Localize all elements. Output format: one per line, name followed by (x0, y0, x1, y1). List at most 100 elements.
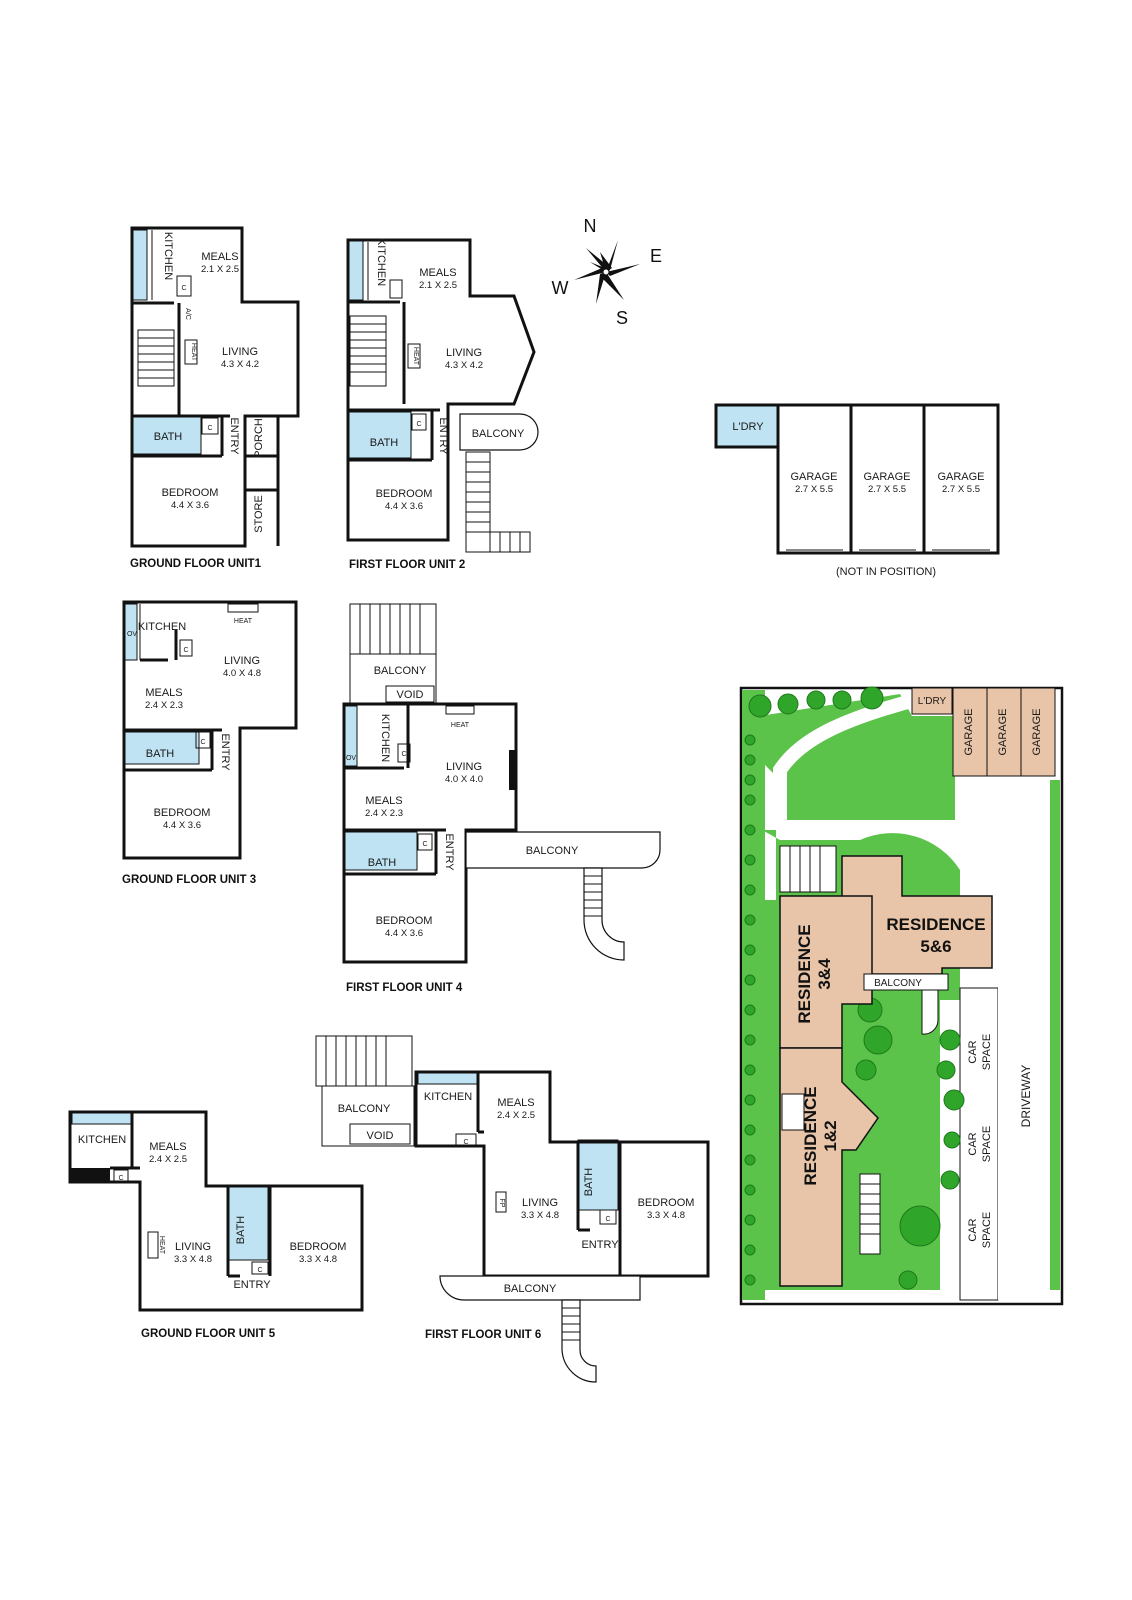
garage-3-label: GARAGE (937, 471, 984, 483)
unit5-cupboard: C (118, 1175, 123, 1182)
unit6-title: FIRST FLOOR UNIT 6 (425, 1329, 541, 1341)
site-res12-label: RESIDENCE (801, 1086, 820, 1185)
unit3-entry-label: ENTRY (219, 733, 231, 771)
unit4-bedroom-dim: 4.4 X 3.6 (385, 928, 423, 939)
garages-detached: L'DRY GARAGE 2.7 X 5.5 GARAGE 2.7 X 5.5 … (714, 403, 1000, 578)
unit1-living-dim: 4.3 X 4.2 (221, 359, 259, 370)
compass-rose: N E S W (552, 216, 663, 328)
garages-laundry-label: L'DRY (732, 421, 764, 433)
unit6-balcony-label: BALCONY (504, 1283, 557, 1295)
unit6-fireplace-label: FP (498, 1199, 505, 1208)
compass-west: W (552, 278, 569, 298)
unit6-plan: BALCONY VOID C C KITCHEN MEALS 2.4 X 2.5… (315, 1035, 710, 1383)
unit2-plan: C KITCHEN MEALS 2.1 X 2.5 HEAT LIVING 4.… (346, 238, 539, 571)
unit5-living-dim: 3.3 X 4.8 (174, 1254, 212, 1265)
site-res34-num: 3&4 (815, 958, 834, 990)
site-res56-label: RESIDENCE (886, 915, 985, 934)
site-car-space-2-b: SPACE (981, 1126, 993, 1162)
site-car-space-3-a: CAR (967, 1218, 979, 1241)
unit3-cupboard-bath: C (200, 739, 205, 746)
unit4-bath-label: BATH (368, 857, 397, 869)
unit6-cupboard: C (463, 1139, 468, 1146)
site-driveway-label: DRIVEWAY (1019, 1065, 1033, 1128)
unit4-meals-label: MEALS (365, 795, 402, 807)
garages-note: (NOT IN POSITION) (836, 566, 936, 578)
unit4-kitchen-label: KITCHEN (379, 714, 391, 762)
unit3-bath-label: BATH (146, 748, 175, 760)
unit5-bedroom-label: BEDROOM (290, 1241, 347, 1253)
unit5-heat-label: HEAT (158, 1236, 165, 1255)
unit1-store-label: STORE (253, 495, 265, 533)
garage-1-label: GARAGE (790, 471, 837, 483)
unit2-bath-label: BATH (370, 437, 399, 449)
site-car-space-1-b: SPACE (981, 1034, 993, 1070)
unit6-kitchen-label: KITCHEN (424, 1091, 472, 1103)
unit1-ac-label: A/C (184, 308, 191, 320)
site-res34-label: RESIDENCE (795, 924, 814, 1023)
unit5-meals-dim: 2.4 X 2.5 (149, 1154, 187, 1165)
site-garage-1: GARAGE (963, 708, 975, 755)
unit6-bedroom-dim: 3.3 X 4.8 (647, 1210, 685, 1221)
unit1-living-label: LIVING (222, 346, 258, 358)
unit5-cupboard-bath: C (257, 1267, 262, 1274)
unit4-cupboard: C (401, 751, 406, 758)
unit5-living-label: LIVING (175, 1241, 211, 1253)
unit6-bath-label: BATH (583, 1168, 595, 1197)
unit2-heat-label: HEAT (412, 347, 419, 366)
unit5-plan: C C KITCHEN MEALS 2.4 X 2.5 HEAT LIVING … (68, 1110, 364, 1340)
site-plan: L'DRY GARAGE GARAGE GARAGE RESIDENCE 5&6… (739, 686, 1064, 1306)
unit5-meals-label: MEALS (149, 1141, 186, 1153)
unit1-cupboard: C (181, 285, 186, 292)
unit1-heat-label: HEAT (190, 343, 197, 362)
site-balcony-label: BALCONY (874, 978, 922, 989)
unit3-living-dim: 4.0 X 4.8 (223, 668, 261, 679)
unit2-living-dim: 4.3 X 4.2 (445, 360, 483, 371)
garage-2-dim: 2.7 X 5.5 (868, 484, 906, 495)
unit4-plan: BALCONY VOID C C KITCHEN OV HEAT LIVING … (342, 603, 661, 994)
unit6-void-label: VOID (367, 1130, 394, 1142)
unit1-cupboard-bath: C (207, 425, 212, 432)
unit4-heat-label: HEAT (451, 722, 470, 729)
unit4-void-label: VOID (397, 689, 424, 701)
unit1-bedroom-label: BEDROOM (162, 487, 219, 499)
unit2-title: FIRST FLOOR UNIT 2 (349, 559, 465, 571)
unit6-meals-label: MEALS (497, 1097, 534, 1109)
unit4-meals-dim: 2.4 X 2.3 (365, 808, 403, 819)
unit6-balcony-top-label: BALCONY (338, 1103, 391, 1115)
unit6-living-label: LIVING (522, 1197, 558, 1209)
garage-1-dim: 2.7 X 5.5 (795, 484, 833, 495)
unit5-kitchen-label: KITCHEN (78, 1134, 126, 1146)
unit3-living-label: LIVING (224, 655, 260, 667)
unit6-bedroom-label: BEDROOM (638, 1197, 695, 1209)
unit5-bath-label: BATH (235, 1216, 247, 1245)
unit3-bedroom-label: BEDROOM (154, 807, 211, 819)
unit5-entry-label: ENTRY (233, 1279, 271, 1291)
unit2-kitchen-label: KITCHEN (375, 238, 387, 286)
unit3-cupboard: C (183, 647, 188, 654)
unit4-oven-label: OV (346, 755, 356, 762)
unit4-bedroom-label: BEDROOM (376, 915, 433, 927)
unit3-plan: C C KITCHEN OV HEAT LIVING 4.0 X 4.8 MEA… (122, 600, 298, 886)
site-car-space-2-a: CAR (967, 1132, 979, 1155)
compass-north: N (584, 216, 597, 236)
unit2-cupboard: C (416, 421, 421, 428)
site-laundry-label: L'DRY (918, 696, 947, 707)
unit3-meals-dim: 2.4 X 2.3 (145, 700, 183, 711)
unit2-bedroom-dim: 4.4 X 3.6 (385, 501, 423, 512)
unit2-meals-label: MEALS (419, 267, 456, 279)
site-car-space-1-a: CAR (967, 1040, 979, 1063)
unit4-entry-label: ENTRY (443, 833, 455, 871)
unit6-entry-label: ENTRY (581, 1239, 619, 1251)
unit5-bedroom-dim: 3.3 X 4.8 (299, 1254, 337, 1265)
unit3-kitchen-label: KITCHEN (138, 621, 186, 633)
unit3-bedroom-dim: 4.4 X 3.6 (163, 820, 201, 831)
unit4-balcony-top-label: BALCONY (374, 665, 427, 677)
unit4-living-label: LIVING (446, 761, 482, 773)
unit2-bedroom-label: BEDROOM (376, 488, 433, 500)
unit1-plan: C C KITCHEN MEALS 2.1 X 2.5 A/C HEAT LIV… (130, 226, 300, 570)
unit4-cupboard-bath: C (422, 841, 427, 848)
site-garage-2: GARAGE (997, 708, 1009, 755)
site-res12-num: 1&2 (821, 1120, 840, 1151)
unit1-kitchen-label: KITCHEN (162, 232, 174, 280)
unit3-heat-label: HEAT (234, 618, 253, 625)
